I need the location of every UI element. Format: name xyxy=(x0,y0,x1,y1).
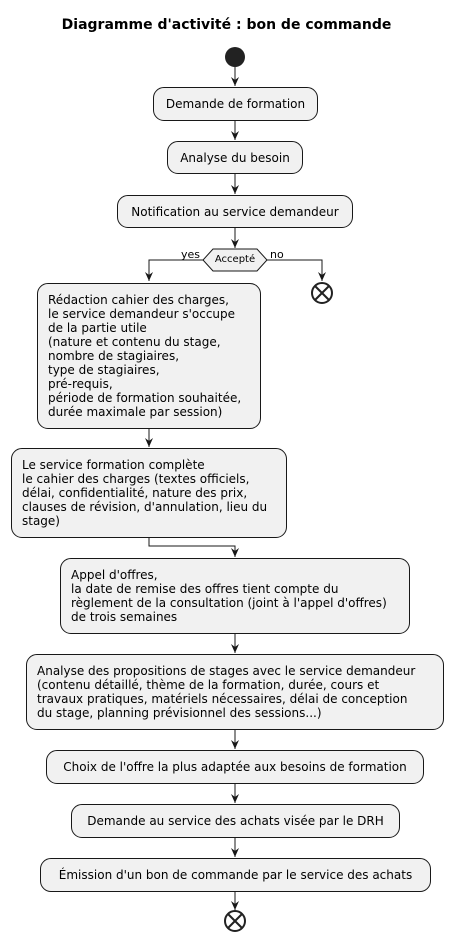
action-choix-offre: Choix de l'offre la plus adaptée aux bes… xyxy=(46,750,424,784)
end-node-rejected xyxy=(311,282,333,304)
action-service-formation-complete: Le service formation complète le cahier … xyxy=(11,448,287,538)
action-analyse-besoin: Analyse du besoin xyxy=(167,141,303,174)
end-node-final xyxy=(224,910,246,932)
diagram-title: Diagramme d'activité : bon de commande xyxy=(61,17,392,33)
decision-no-label: no xyxy=(270,248,284,261)
flow-complete-to-appel xyxy=(148,538,239,557)
flow-decision-yes xyxy=(145,259,203,281)
decision-yes-label: yes xyxy=(181,248,201,261)
action-demande-formation: Demande de formation xyxy=(153,87,318,121)
action-emission-bon: Émission d'un bon de commande par le ser… xyxy=(40,858,431,892)
action-analyse-propositions: Analyse des propositions de stages avec … xyxy=(26,654,444,730)
decision-label: Accepté xyxy=(214,254,256,265)
start-node xyxy=(225,47,245,67)
action-notification: Notification au service demandeur xyxy=(117,195,353,228)
decision-diamond xyxy=(202,248,268,272)
action-demande-achats: Demande au service des achats visée par … xyxy=(71,804,400,838)
action-redaction-cahier: Rédaction cahier des charges, le service… xyxy=(37,283,261,429)
flow-decision-no xyxy=(267,259,326,281)
action-appel-offres: Appel d'offres, la date de remise des of… xyxy=(60,558,410,634)
